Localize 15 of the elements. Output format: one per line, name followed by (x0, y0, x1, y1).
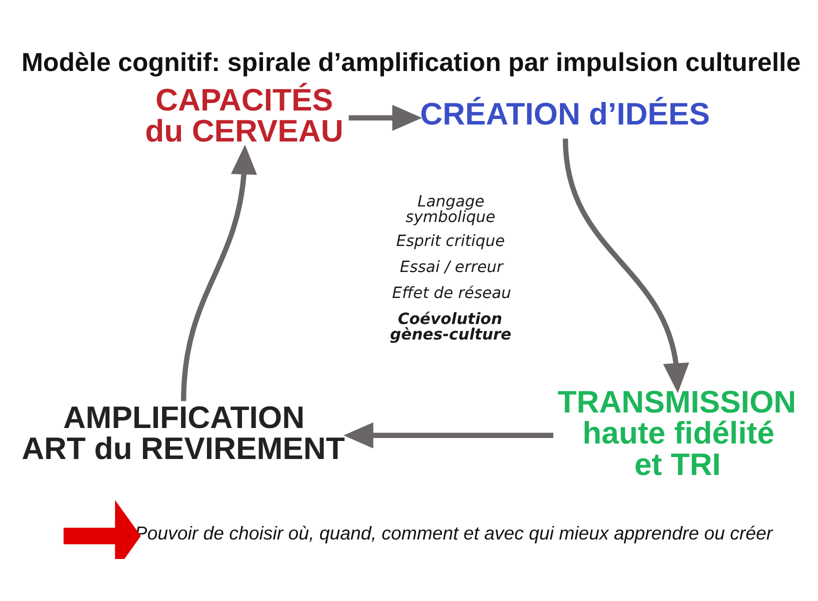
arrow (348, 104, 422, 130)
label: Esprit critique (396, 232, 504, 250)
node-text: CAPACITÉS du CERVEAU (144, 82, 343, 148)
node-text: TRANSMISSION haute fidélité et TRI (557, 384, 796, 482)
label: Essai / erreur (399, 257, 503, 276)
node-text: AMPLIFICATION ART du REVIREMENT (21, 400, 344, 466)
arrow (180, 144, 257, 401)
arrow (63, 499, 140, 558)
label: Langage symbolique (405, 192, 495, 226)
label: Effet de réseau (392, 283, 511, 302)
label: Coévolution gènes-culture (390, 309, 511, 343)
arrow (343, 422, 553, 448)
node-text: CRÉATION d’IDÉES (420, 96, 710, 132)
diagram-title: Modèle cognitif: spirale d’amplification par impulsion culturelle (20, 48, 800, 77)
arrow (562, 138, 689, 393)
